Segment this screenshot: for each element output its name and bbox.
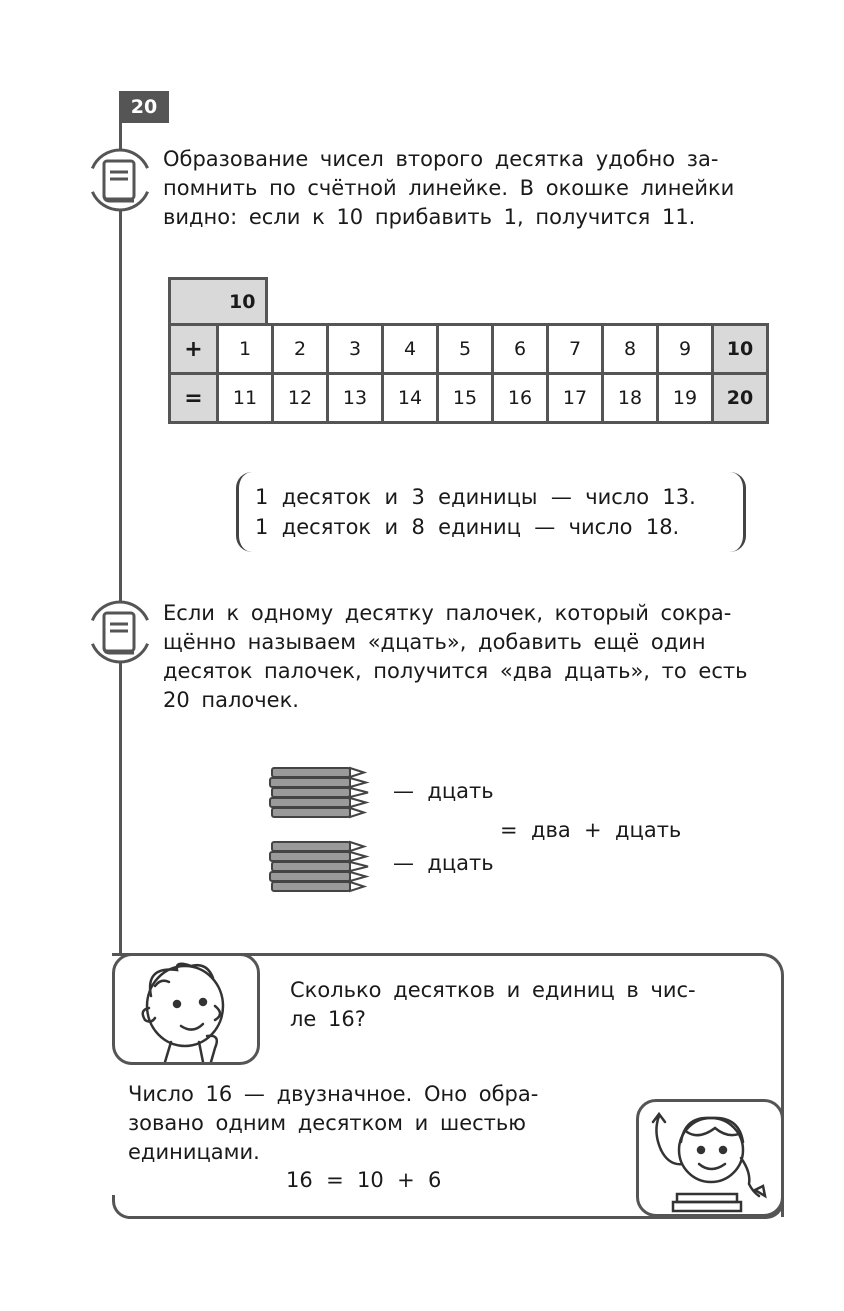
answer-line: зовано одним десятком и шестью (128, 1111, 526, 1135)
ruler-cell: 19 (656, 372, 714, 424)
ruler-row-addends: + 1 2 3 4 5 6 7 8 9 10 (168, 323, 769, 375)
ruler-cell: 18 (601, 372, 659, 424)
equals-sign: = (168, 372, 219, 424)
ruler-header-value: 10 (229, 291, 256, 313)
sticks-label-top: — дцать (393, 779, 494, 803)
ruler-window-header: 10 (168, 277, 268, 323)
ruler-cell: 7 (546, 323, 604, 375)
counting-ruler: + 1 2 3 4 5 6 7 8 9 10 = 11 12 13 14 15 … (168, 323, 769, 424)
sticks-result: = два + дцать (500, 818, 682, 842)
question-frame (112, 953, 784, 1217)
book-icon (88, 148, 152, 212)
page-number: 20 (119, 91, 169, 123)
pencil-bundle-icon (269, 840, 370, 893)
thinking-boy-icon (141, 962, 225, 1064)
answer-frame-bottom (112, 1195, 784, 1219)
ruler-cell: 17 (546, 372, 604, 424)
girl-illustration-box (636, 1099, 784, 1217)
ruler-cell: 1 (216, 323, 274, 375)
ruler-cell-end: 10 (711, 323, 769, 375)
intro-line: видно: если к 10 прибавить 1, получится … (163, 205, 696, 229)
question-text: Сколько десятков и единиц в чис- ле 16? (290, 976, 766, 1034)
intro-line: помнить по счётной линейке. В окошке лин… (163, 176, 735, 200)
question-line: Сколько десятков и единиц в чис- (290, 978, 696, 1002)
ruler-cell: 6 (491, 323, 549, 375)
ruler-cell: 13 (326, 372, 384, 424)
sticks-line: Если к одному десятку палочек, который с… (163, 601, 732, 625)
margin-line (119, 123, 122, 955)
ruler-cell: 11 (216, 372, 274, 424)
sticks-paragraph: Если к одному десятку палочек, который с… (163, 599, 785, 715)
ruler-cell: 8 (601, 323, 659, 375)
ruler-cell: 5 (436, 323, 494, 375)
examples-bracket (236, 472, 746, 552)
answer-equation: 16 = 10 + 6 (286, 1168, 442, 1192)
ruler-cell: 2 (271, 323, 329, 375)
sticks-line: десяток палочек, получится «два дцать», … (163, 659, 748, 683)
girl-with-books-icon (651, 1111, 767, 1213)
book-icon (88, 600, 152, 664)
answer-line: Число 16 — двузначное. Оно обра- (128, 1082, 539, 1106)
boy-illustration-box (112, 953, 260, 1065)
example-line: 1 десяток и 3 единицы — число 13. (255, 485, 696, 509)
sticks-line: 20 палочек. (163, 688, 299, 712)
ruler-cell: 14 (381, 372, 439, 424)
intro-line: Образование чисел второго десятка удобно… (163, 147, 719, 171)
plus-sign: + (168, 323, 219, 375)
question-line: ле 16? (290, 1007, 366, 1031)
ruler-cell: 15 (436, 372, 494, 424)
intro-paragraph: Образование чисел второго десятка удобно… (163, 145, 785, 232)
ruler-cell: 9 (656, 323, 714, 375)
pencil-bundle-icon (269, 766, 370, 819)
ruler-cell: 16 (491, 372, 549, 424)
ruler-row-sums: = 11 12 13 14 15 16 17 18 19 20 (168, 372, 769, 424)
ruler-cell-end: 20 (711, 372, 769, 424)
example-line: 1 десяток и 8 единиц — число 18. (255, 515, 680, 539)
ruler-cell: 4 (381, 323, 439, 375)
ruler-cell: 12 (271, 372, 329, 424)
sticks-line: щённо называем «дцать», добавить ещё оди… (163, 630, 706, 654)
ruler-cell: 3 (326, 323, 384, 375)
answer-line: единицами. (128, 1140, 260, 1164)
answer-text: Число 16 — двузначное. Оно обра- зовано … (128, 1080, 606, 1167)
sticks-label-bottom: — дцать (393, 851, 494, 875)
